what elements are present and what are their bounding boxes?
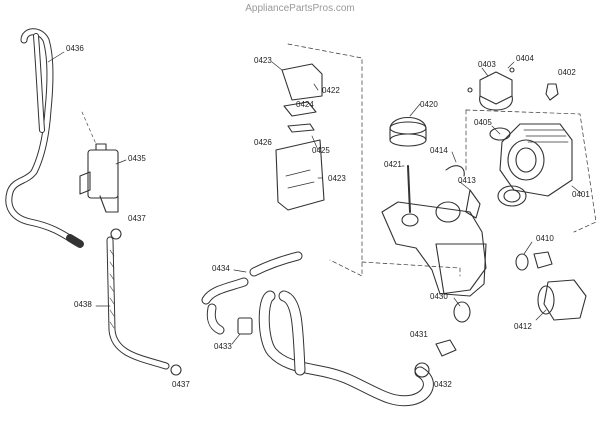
label-0430: 0430 (430, 292, 448, 301)
hose-0432 (258, 290, 434, 407)
label-0422: 0422 (322, 86, 340, 95)
hose-0436 (5, 28, 84, 248)
label-0401: 0401 (572, 190, 590, 199)
watermark: AppliancePartsPros.com (245, 3, 355, 14)
label-0425: 0425 (312, 146, 330, 155)
label-0433: 0433 (214, 342, 232, 351)
label-0410: 0410 (536, 234, 554, 243)
label-0405: 0405 (474, 118, 492, 127)
label-0435: 0435 (128, 154, 146, 163)
label-0414: 0414 (430, 146, 448, 155)
sump-assembly (381, 201, 487, 323)
label-0423-top: 0423 (254, 56, 272, 65)
hose-0434 (201, 251, 303, 335)
label-0438: 0438 (74, 300, 92, 309)
label-0437-top: 0437 (128, 214, 146, 223)
cap-0420 (389, 116, 427, 147)
label-0421: 0421 (384, 160, 402, 169)
label-0434: 0434 (212, 264, 230, 273)
label-0426: 0426 (254, 138, 272, 147)
label-0402: 0402 (558, 68, 576, 77)
label-0432: 0432 (434, 380, 452, 389)
label-0431: 0431 (410, 330, 428, 339)
hose-0438 (106, 236, 170, 370)
bracket-group-0422 (275, 63, 325, 211)
label-0437-bottom: 0437 (172, 380, 190, 389)
label-0413: 0413 (458, 176, 476, 185)
label-0403: 0403 (478, 60, 496, 69)
label-0420: 0420 (420, 100, 438, 109)
label-0404: 0404 (516, 54, 534, 63)
label-0436: 0436 (66, 44, 84, 53)
label-0412: 0412 (514, 322, 532, 331)
drain-pump-0412 (537, 279, 587, 321)
valve-0435 (79, 111, 119, 213)
label-0424: 0424 (296, 100, 314, 109)
label-0423-bottom: 0423 (328, 174, 346, 183)
pump-top-0403 (467, 67, 515, 111)
pump-0401 (489, 123, 573, 207)
